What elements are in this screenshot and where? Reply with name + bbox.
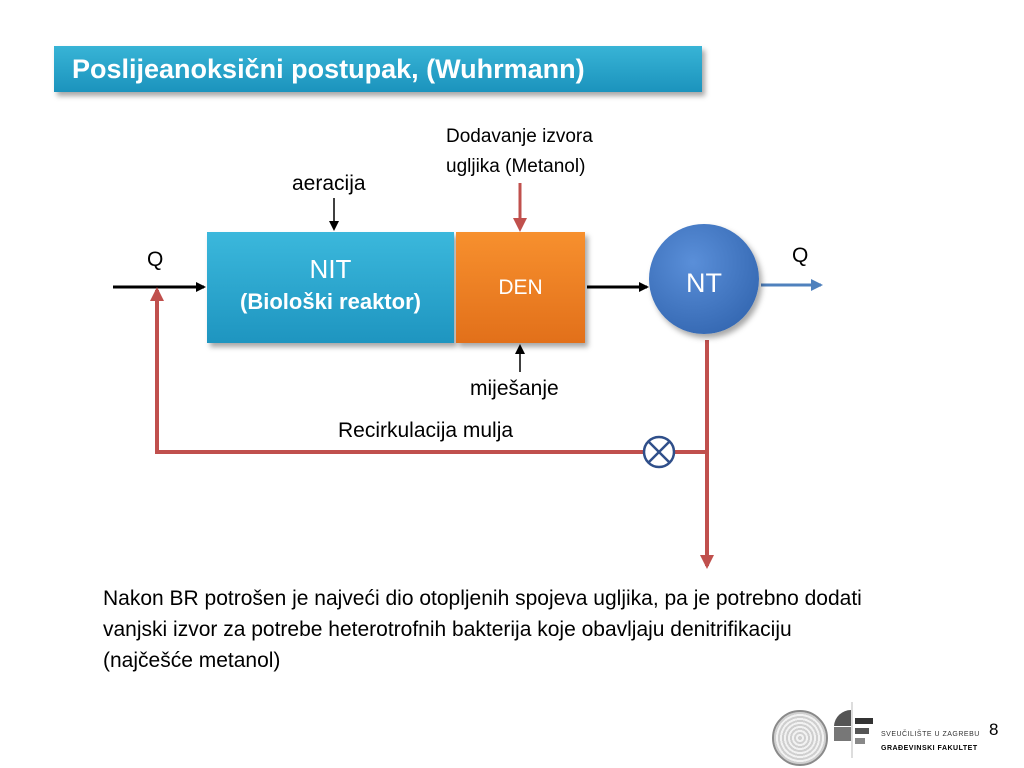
- nit-title: NIT: [309, 254, 352, 284]
- methanol-label-line2: ugljika (Metanol): [446, 156, 586, 177]
- recirculation-label: Recirkulacija mulja: [338, 419, 514, 442]
- inflow-q-label: Q: [147, 248, 164, 271]
- nit-subtitle: (Biološki reaktor): [240, 289, 421, 314]
- valve-icon: [642, 435, 676, 469]
- den-box: DEN: [456, 232, 585, 343]
- recirculation-line: [150, 287, 707, 454]
- methanol-label: Dodavanje izvora ugljika (Metanol): [446, 122, 593, 182]
- slide-title: Poslijeanoksični postupak, (Wuhrmann): [54, 46, 702, 92]
- university-seal-icon: [772, 710, 828, 766]
- page-number: 8: [989, 720, 999, 739]
- mixing-label: miješanje: [470, 377, 559, 400]
- description-paragraph: Nakon BR potrošen je najveći dio otoplje…: [103, 587, 862, 672]
- methanol-label-line1: Dodavanje izvora: [446, 126, 593, 147]
- faculty-name: GRAĐEVINSKI FAKULTET: [881, 745, 978, 752]
- nit-reactor-box: NIT (Biološki reaktor): [207, 232, 454, 343]
- outflow-q-label: Q: [792, 244, 809, 267]
- faculty-logo-icon: [834, 702, 873, 758]
- nt-clarifier-circle: NT: [649, 224, 759, 334]
- aeration-label: aeracija: [292, 172, 366, 195]
- university-name: SVEUČILIŠTE U ZAGREBU: [881, 731, 980, 738]
